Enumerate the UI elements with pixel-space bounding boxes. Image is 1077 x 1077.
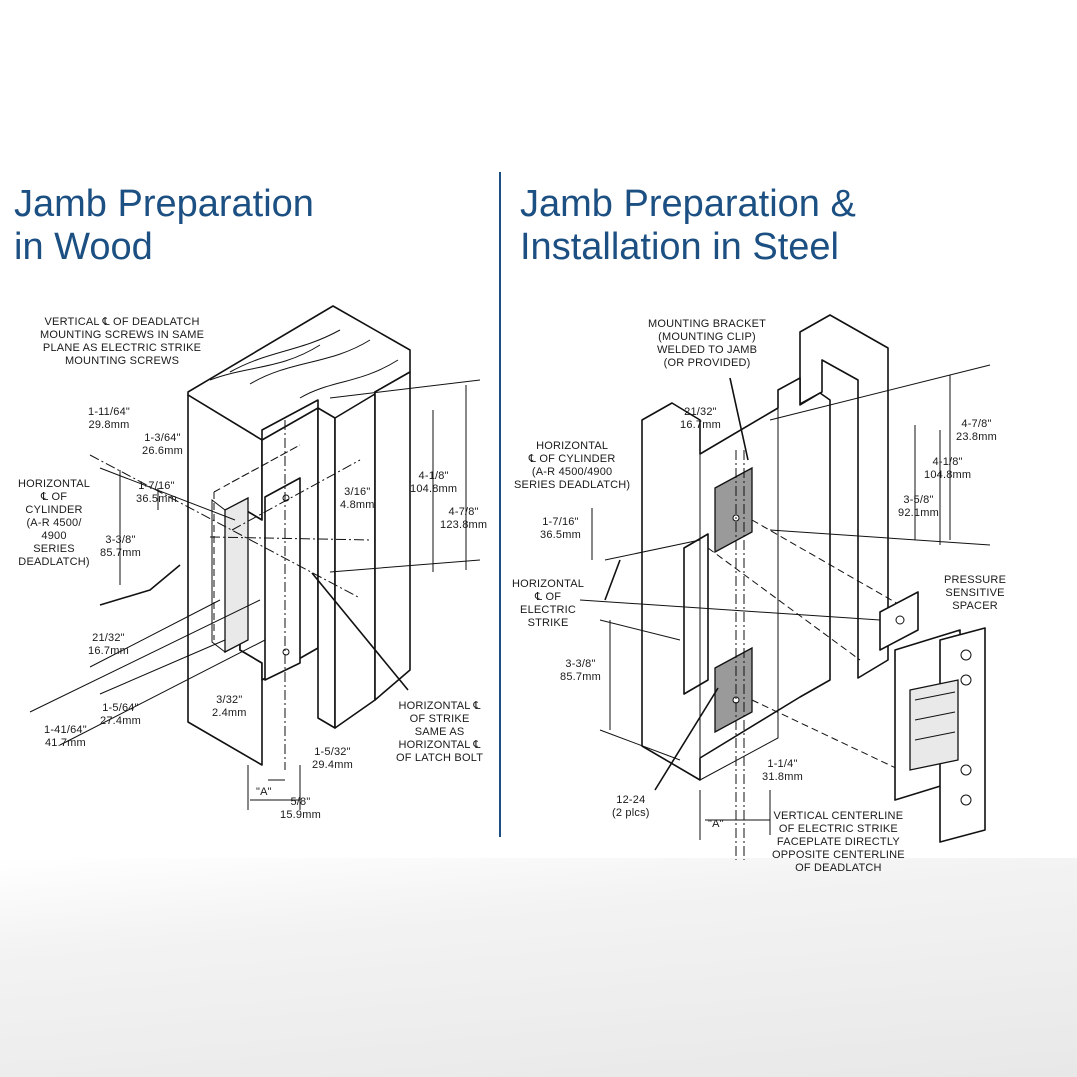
spacer-hole bbox=[895, 615, 905, 625]
wood-dim-1-41-64: 1-41/64" 41.7mm bbox=[44, 724, 87, 749]
steel-mounting-bracket-label: MOUNTING BRACKET (MOUNTING CLIP) WELDED … bbox=[648, 318, 767, 369]
section-divider bbox=[499, 172, 501, 837]
wood-grain-lines bbox=[209, 329, 399, 399]
wood-strike-plate-outline bbox=[264, 477, 301, 681]
steel-bracket-bottom bbox=[714, 646, 753, 734]
steel-dim-4-7-8: 4-7/8" 23.8mm bbox=[956, 418, 997, 443]
steel-horizontal-strike-label: HORIZONTAL ℄ OF ELECTRIC STRIKE bbox=[512, 578, 585, 629]
wood-dim-1-7-16: 1-7/16" 36.5mm bbox=[136, 480, 177, 505]
steel-cutout bbox=[683, 533, 709, 695]
wood-screw-hole-bottom bbox=[282, 648, 290, 656]
wood-vertical-dims bbox=[329, 379, 481, 573]
steel-dim-1-1-4: 1-1/4" 31.8mm bbox=[762, 758, 803, 783]
pressure-spacer-label: PRESSURE SENSITIVE SPACER bbox=[944, 574, 1007, 612]
wood-side-face bbox=[334, 393, 376, 729]
wood-dim-4-7-8: 4-7/8" 123.8mm bbox=[440, 506, 488, 531]
wood-dim-3-16: 3/16" 4.8mm bbox=[340, 486, 375, 511]
wood-dim-1-11-64: 1-11/64" 29.8mm bbox=[88, 406, 130, 431]
faceplate-hole-3 bbox=[960, 764, 972, 776]
wood-bottom-dims bbox=[29, 599, 266, 746]
wood-side-face-2 bbox=[374, 371, 411, 701]
steel-left-dims bbox=[579, 508, 881, 621]
faceplate-hole-1 bbox=[960, 649, 972, 661]
steel-vertical-dims bbox=[769, 364, 991, 546]
wood-left-dims bbox=[99, 467, 236, 585]
wood-dim-5-8: 5/8" 15.9mm bbox=[280, 796, 321, 821]
wood-dim-4-1-8: 4-1/8" 104.8mm bbox=[410, 470, 458, 495]
floor-shadow bbox=[0, 858, 1077, 1077]
wood-vertical-cl-label: VERTICAL ℄ OF DEADLATCH MOUNTING SCREWS … bbox=[40, 316, 205, 367]
wood-a-dims bbox=[247, 765, 301, 810]
steel-horizontal-cyl-label: HORIZONTAL ℄ OF CYLINDER (A-R 4500/4900 … bbox=[514, 440, 631, 491]
wood-title-line-1: Jamb Preparation bbox=[14, 183, 314, 225]
wood-dim-1-5-32: 1-5/32" 29.4mm bbox=[312, 746, 353, 771]
steel-dim-3-3-8: 3-3/8" 85.7mm bbox=[560, 658, 601, 683]
steel-title-line-2: Installation in Steel bbox=[520, 226, 839, 268]
steel-section-title: Jamb Preparation & Installation in Steel bbox=[520, 183, 856, 269]
steel-vertical-centerline-label: VERTICAL CENTERLINE OF ELECTRIC STRIKE F… bbox=[772, 810, 905, 874]
steel-dim-1-7-16: 1-7/16" 36.5mm bbox=[540, 516, 581, 541]
pressure-spacer bbox=[879, 591, 919, 651]
wood-dim-a: "A" bbox=[256, 786, 272, 798]
wood-dim-3-32: 3/32" 2.4mm bbox=[212, 694, 247, 719]
wood-hidden-lines bbox=[213, 444, 301, 640]
steel-a-dims bbox=[699, 790, 771, 840]
keeper-detail bbox=[914, 691, 956, 741]
steel-hidden-lines bbox=[707, 519, 901, 771]
wood-mortise-pocket bbox=[224, 496, 249, 654]
wood-mortise-edge bbox=[211, 498, 226, 654]
steel-jamb-drawing bbox=[579, 314, 991, 860]
steel-dim-a: "A" bbox=[708, 818, 724, 830]
wood-horizontal-cyl-label: HORIZONTAL ℄ OF CYLINDER (A-R 4500/ 4900… bbox=[18, 478, 91, 568]
faceplate-hole-2 bbox=[960, 674, 972, 686]
wood-dim-21-32: 21/32" 16.7mm bbox=[88, 632, 129, 657]
wood-dim-1-5-64: 1-5/64" 27.4mm bbox=[100, 702, 141, 727]
wood-leader-lines bbox=[99, 564, 409, 691]
steel-dim-4-1-8: 4-1/8" 104.8mm bbox=[924, 456, 972, 481]
electric-strike-keeper bbox=[909, 679, 959, 771]
wood-section-title: Jamb Preparation in Wood bbox=[14, 183, 314, 269]
steel-bottom-dims bbox=[599, 619, 681, 761]
steel-vertical-centerline bbox=[735, 450, 745, 860]
steel-dim-12-24: 12-24 (2 plcs) bbox=[612, 794, 650, 819]
wood-title-line-2: in Wood bbox=[14, 226, 153, 268]
steel-title-line-1: Jamb Preparation & bbox=[520, 183, 856, 225]
wood-rabbet-face bbox=[317, 407, 336, 729]
wood-cylinder-centerline bbox=[89, 454, 373, 599]
steel-leader-lines bbox=[604, 377, 749, 791]
wood-horizontal-strike-label: HORIZONTAL ℄ OF STRIKE SAME AS HORIZONTA… bbox=[396, 700, 484, 764]
steel-dim-21-32: 21/32" 16.7mm bbox=[680, 406, 721, 431]
steel-bracket-top bbox=[714, 466, 753, 554]
wood-dim-3-3-8: 3-3/8" 85.7mm bbox=[100, 534, 141, 559]
steel-dim-3-5-8: 3-5/8" 92.1mm bbox=[898, 494, 939, 519]
steel-jamb-face bbox=[699, 407, 779, 781]
wood-dim-1-3-64: 1-3/64" 26.6mm bbox=[142, 432, 183, 457]
wood-jamb-drawing bbox=[29, 305, 481, 810]
faceplate-hole-4 bbox=[960, 794, 972, 806]
